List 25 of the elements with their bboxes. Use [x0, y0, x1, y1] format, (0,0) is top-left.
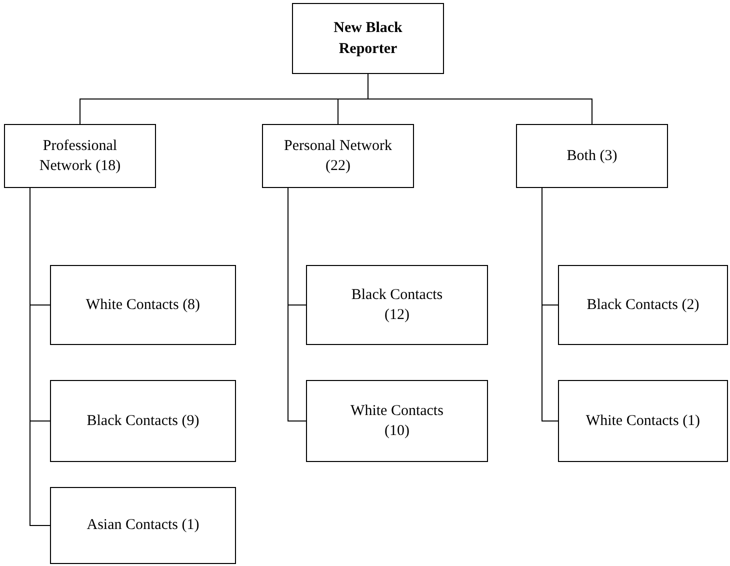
- org-box: [306, 265, 488, 345]
- org-box: [50, 265, 236, 345]
- connector-line: [542, 188, 558, 422]
- box-label: New Black Reporter: [332, 19, 404, 58]
- org-box: [516, 124, 668, 188]
- org-box: [558, 265, 728, 345]
- box-label: Black Contacts (9): [86, 412, 200, 431]
- org-box: [50, 487, 236, 564]
- box-label: Professional Network (18): [38, 136, 122, 176]
- org-box: [50, 380, 236, 462]
- box-label: Black Contacts (2): [586, 296, 700, 315]
- org-box: [558, 380, 728, 462]
- org-box: [4, 124, 156, 188]
- connector-line: [368, 74, 592, 124]
- box-label: White Contacts (10): [350, 402, 444, 441]
- box-label: Personal Network (22): [283, 136, 393, 176]
- box-label: Both (3): [566, 146, 618, 166]
- box-label: White Contacts (8): [86, 296, 200, 315]
- org-box: [306, 380, 488, 462]
- box-label: Black Contacts (12): [350, 286, 444, 325]
- org-box: [262, 124, 414, 188]
- connector-line: [288, 188, 306, 422]
- box-label: Asian Contacts (1): [86, 516, 200, 536]
- org-box: [292, 3, 444, 74]
- box-label: White Contacts (1): [586, 412, 700, 431]
